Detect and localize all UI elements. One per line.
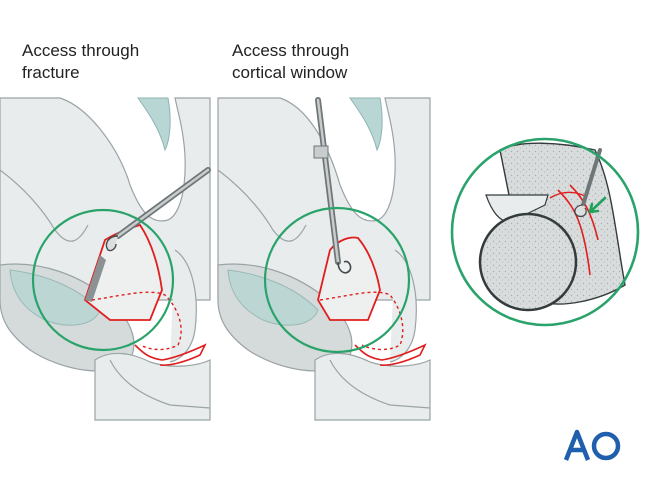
inset-magnifier-circle: [450, 137, 640, 327]
left-fracture-dark: [85, 255, 106, 302]
right-cartilage-joint: [227, 269, 319, 326]
left-lower-bone: [94, 352, 211, 421]
left-instrument-hook: [105, 235, 119, 252]
left-ilium: [0, 97, 211, 301]
left-fracture-lower: [134, 343, 207, 366]
inset-cortex: [485, 194, 549, 223]
caption-access-through-cortical-window: Access through cortical window: [232, 41, 350, 82]
right-fracture-lower: [354, 343, 427, 366]
left-magnifier-circle: [31, 208, 175, 352]
right-panel-illustration: [217, 97, 431, 421]
inset-fracture-lines: [557, 184, 599, 276]
left-panel-illustration: [0, 97, 211, 421]
left-lower-bone-2: [109, 359, 211, 409]
left-fracture-dotted: [91, 291, 182, 351]
right-instrument-collar: [313, 145, 329, 159]
ao-logo: [563, 429, 621, 461]
inset-instrument: [581, 148, 602, 207]
right-magnifier-circle: [263, 206, 411, 354]
inset-femoral-head: [478, 212, 578, 312]
magnified-inset: [450, 137, 640, 327]
right-bone-contour: [217, 169, 307, 242]
right-instrument-hook: [337, 260, 352, 274]
right-lower-bone: [314, 352, 431, 421]
right-cartilage-top: [349, 97, 383, 152]
caption-access-through-fracture: Access through fracture: [22, 41, 140, 82]
left-right-bone: [169, 249, 197, 363]
right-fracture-dotted: [319, 291, 404, 351]
inset-arrow: [588, 196, 607, 214]
left-fracture-fragment: [83, 223, 163, 321]
left-cartilage-top: [137, 97, 171, 152]
